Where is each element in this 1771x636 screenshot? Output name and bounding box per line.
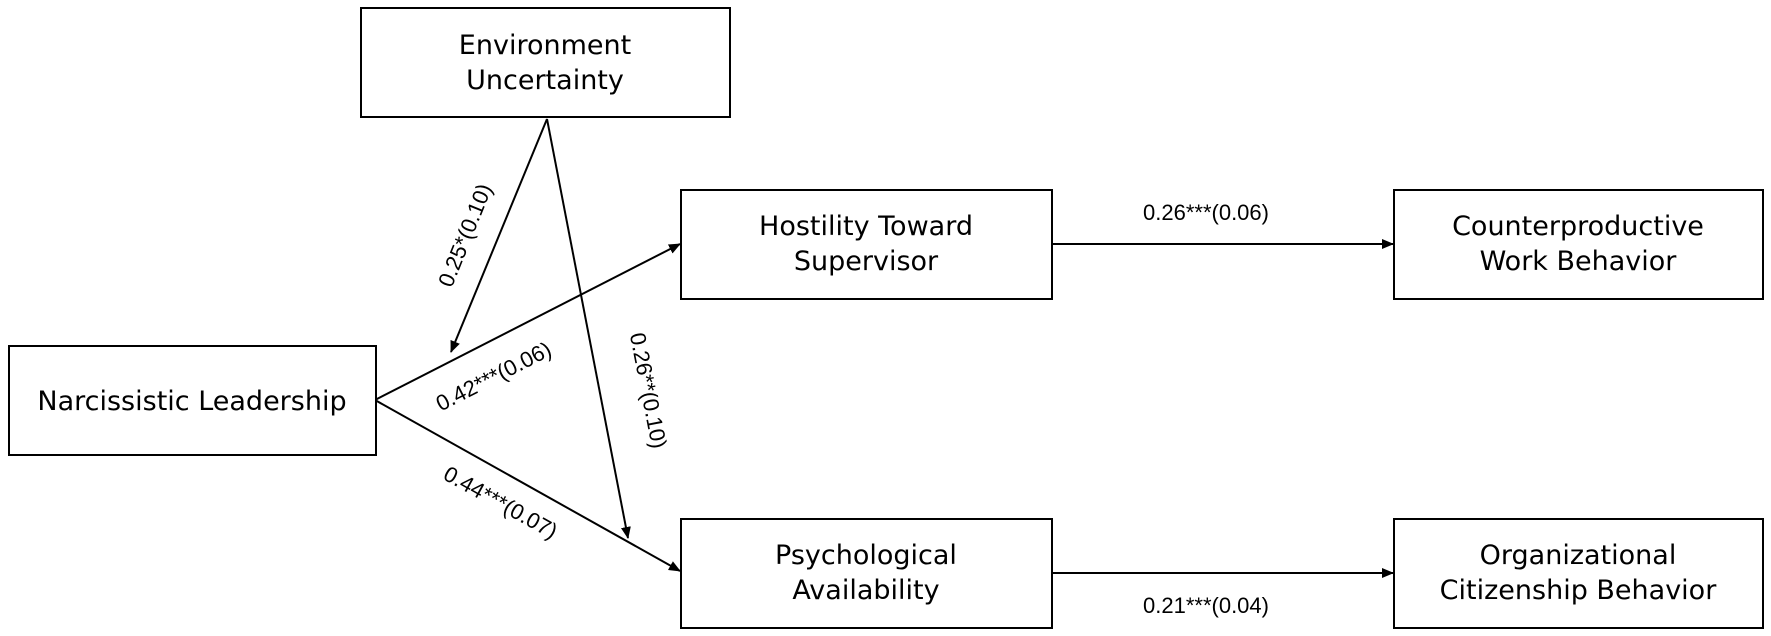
coefficient-nl-to-availability: 0.44***(0.07) (439, 461, 561, 544)
edge-eu-to-nl-hostility-path (450, 118, 548, 353)
node-label: Uncertainty (466, 65, 624, 96)
node-psychological-availability: Psychological Availability (680, 518, 1053, 629)
node-counterproductive-work-behavior: Counterproductive Work Behavior (1393, 189, 1764, 300)
node-label: Availability (792, 575, 939, 606)
node-label: Supervisor (794, 246, 939, 277)
node-hostility-toward-supervisor: Hostility Toward Supervisor (680, 189, 1053, 300)
node-organizational-citizenship-behavior: Organizational Citizenship Behavior (1393, 518, 1764, 629)
coefficient-eu-moderation-hostility: 0.25*(0.10) (433, 180, 497, 290)
node-environment-uncertainty: Environment Uncertainty (360, 7, 731, 118)
node-label: Narcissistic Leadership (37, 386, 346, 417)
coefficient-availability-to-ocb: 0.21***(0.04) (1143, 593, 1269, 618)
node-label: Work Behavior (1480, 246, 1678, 277)
node-label: Environment (459, 30, 631, 61)
edge-eu-to-nl-availability-path (546, 118, 631, 539)
coefficient-hostility-to-cwb: 0.26***(0.06) (1143, 200, 1269, 225)
coefficient-eu-moderation-availability: 0.26**(0.10) (625, 331, 672, 451)
edge-nl-to-hostility (374, 243, 681, 401)
node-narcissistic-leadership: Narcissistic Leadership (8, 345, 377, 456)
node-label: Hostility Toward (759, 211, 973, 242)
coefficient-nl-to-hostility: 0.42***(0.06) (432, 337, 556, 416)
node-label: Organizational (1480, 540, 1677, 571)
node-label: Psychological (775, 540, 957, 571)
node-label: Counterproductive (1452, 211, 1704, 242)
node-label: Citizenship Behavior (1440, 575, 1718, 606)
edge-nl-to-availability (374, 399, 681, 572)
